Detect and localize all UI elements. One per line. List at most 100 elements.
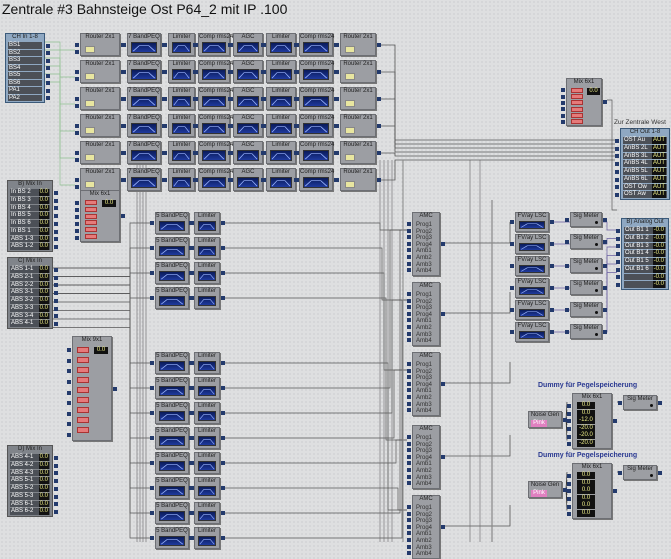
output-port[interactable] — [550, 242, 554, 246]
output-port[interactable] — [54, 455, 58, 460]
chain-block[interactable]: Limiter — [168, 60, 195, 83]
input-port[interactable] — [189, 411, 193, 415]
input-port[interactable] — [407, 441, 411, 446]
chain-block[interactable]: Router 2x1 — [340, 168, 376, 191]
input-port[interactable] — [565, 285, 569, 290]
input-port[interactable] — [615, 185, 619, 190]
input-port[interactable] — [407, 538, 411, 542]
output-port[interactable] — [658, 470, 662, 475]
input-port[interactable] — [163, 123, 167, 128]
peq-block[interactable]: 5 BandPEQ — [155, 402, 189, 424]
input-port[interactable] — [75, 157, 79, 162]
mix-fader[interactable] — [85, 200, 97, 205]
chain-block[interactable]: Comp rms24 — [198, 87, 233, 110]
input-port[interactable] — [261, 123, 265, 128]
input-port[interactable] — [150, 386, 154, 390]
output-port[interactable] — [441, 382, 445, 386]
list-row[interactable]: Out B1 3-0.0 — [624, 242, 666, 250]
output-port[interactable] — [113, 386, 117, 391]
output-port[interactable] — [54, 314, 58, 319]
list-row[interactable]: BS5 — [8, 72, 42, 79]
input-port[interactable] — [150, 271, 154, 275]
input-port[interactable] — [193, 150, 197, 155]
input-port[interactable] — [407, 311, 411, 316]
input-port[interactable] — [407, 261, 411, 266]
input-port[interactable] — [565, 217, 569, 222]
input-port[interactable] — [407, 381, 411, 386]
input-port[interactable] — [616, 252, 620, 257]
chain-block[interactable]: Limiter — [168, 168, 195, 191]
limiter-block[interactable]: Limiter — [194, 212, 220, 234]
chain-block[interactable]: Limiter — [266, 60, 296, 83]
list-row[interactable]: Out B1 6-0.0 — [624, 265, 666, 273]
input-port[interactable] — [407, 388, 411, 393]
chain-block[interactable]: Comp rms24 — [299, 33, 334, 56]
limiter-block[interactable]: Limiter — [194, 262, 220, 284]
input-port[interactable] — [567, 489, 571, 494]
input-port[interactable] — [75, 130, 79, 135]
input-port[interactable] — [407, 228, 411, 233]
input-port[interactable] — [67, 379, 71, 384]
chain-block[interactable]: Router 2x1 — [340, 60, 376, 83]
input-port[interactable] — [561, 94, 565, 99]
input-port[interactable] — [407, 248, 411, 253]
output-port[interactable] — [603, 329, 607, 334]
output-port[interactable] — [221, 436, 225, 440]
output-port[interactable] — [46, 73, 50, 78]
output-port[interactable] — [603, 285, 607, 290]
input-port[interactable] — [565, 307, 569, 312]
input-port[interactable] — [228, 42, 232, 47]
input-port[interactable] — [616, 267, 620, 272]
input-port[interactable] — [407, 222, 411, 226]
chain-block[interactable]: 7 BandPEQ — [127, 168, 161, 191]
input-port[interactable] — [561, 113, 565, 118]
mix-fader[interactable] — [77, 417, 89, 423]
input-port[interactable] — [335, 69, 339, 74]
output-port[interactable] — [221, 411, 225, 415]
input-port[interactable] — [75, 43, 79, 48]
list-row[interactable]: BS4 — [8, 64, 42, 72]
input-port[interactable] — [335, 123, 339, 128]
sig-meter[interactable]: Sig Meter — [570, 302, 602, 317]
output-port[interactable] — [550, 308, 554, 312]
input-port[interactable] — [407, 318, 411, 323]
list-row[interactable]: BS3 — [8, 57, 42, 64]
output-port[interactable] — [46, 43, 50, 48]
input-port[interactable] — [294, 150, 298, 155]
output-port[interactable] — [377, 123, 381, 128]
output-port[interactable] — [54, 206, 58, 211]
chain-block[interactable]: Router 2x1 — [80, 33, 120, 56]
output-port[interactable] — [603, 263, 607, 268]
input-port[interactable] — [75, 151, 79, 156]
input-port[interactable] — [561, 107, 565, 112]
mix-fader[interactable] — [571, 100, 583, 106]
output-port[interactable] — [221, 296, 225, 300]
chain-block[interactable]: Router 2x1 — [340, 33, 376, 56]
input-port[interactable] — [618, 470, 622, 475]
output-port[interactable] — [550, 220, 554, 224]
output-port[interactable] — [54, 298, 58, 303]
peq-block[interactable]: 5 BandPEQ — [155, 237, 189, 259]
output-port[interactable] — [54, 471, 58, 476]
input-port[interactable] — [75, 97, 79, 102]
input-port[interactable] — [567, 403, 571, 408]
input-port[interactable] — [189, 536, 193, 540]
input-port[interactable] — [75, 200, 79, 205]
mix-fader[interactable] — [77, 387, 89, 393]
peq-block[interactable]: 5 BandPEQ — [155, 452, 189, 474]
chain-block[interactable]: Limiter — [168, 114, 195, 137]
output-port[interactable] — [54, 486, 58, 491]
input-port[interactable] — [407, 518, 411, 523]
fv-lsc-block[interactable]: FV/ay LSC — [515, 256, 549, 276]
